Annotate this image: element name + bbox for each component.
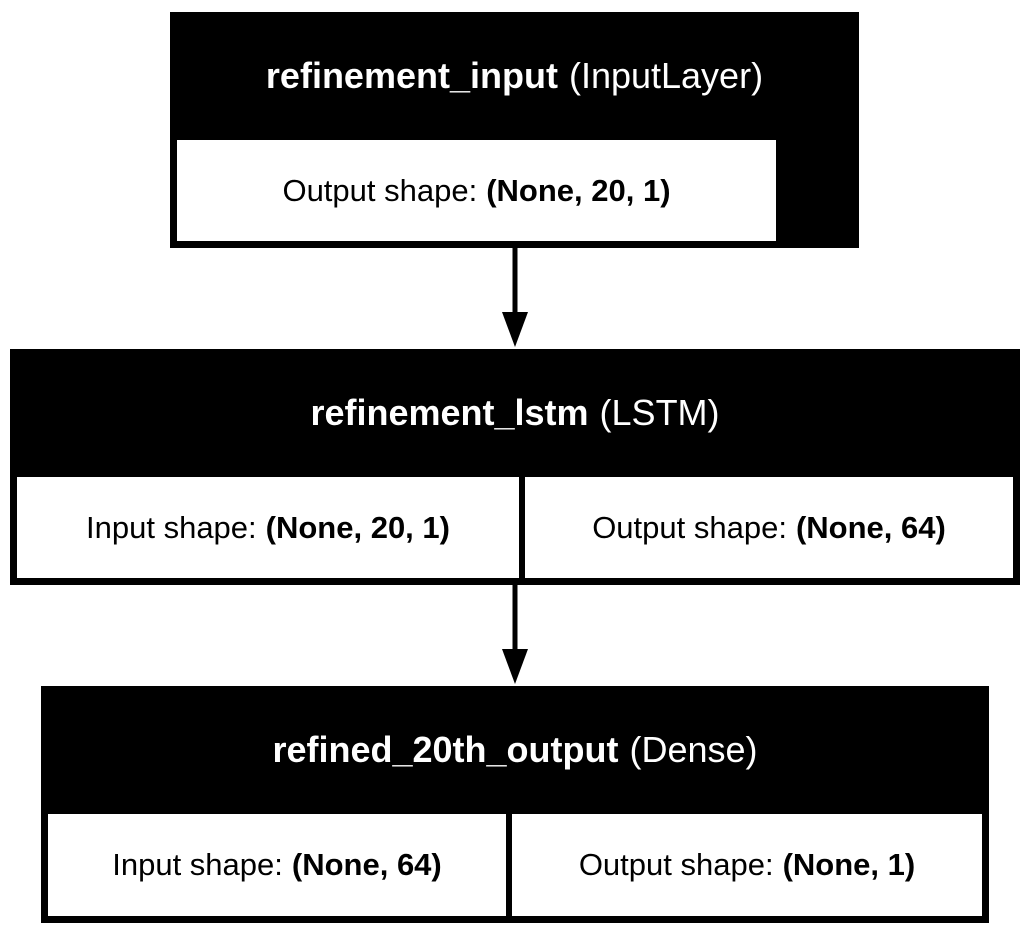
output-shape-value: (None, 20, 1) [486,172,671,208]
arrowhead-icon [502,649,528,684]
layer-type: (Dense) [629,729,758,770]
layer-header: refined_20th_output (Dense) [41,686,989,814]
layer-type: (LSTM) [599,392,720,433]
layer-type: (InputLayer) [568,55,764,96]
output-shape-cell: Output shape: (None, 1) [512,814,982,916]
input-shape-label: Input shape: [112,847,283,882]
output-shape-value: (None, 1) [782,847,916,882]
input-shape-value: (None, 64) [291,847,442,882]
edge-lstm-to-dense [502,585,528,684]
input-shape-cell: Input shape: (None, 64) [48,814,506,916]
output-shape-cell: Output shape: (None, 64) [525,477,1013,578]
input-shape-cell: Input shape: (None, 20, 1) [17,477,519,578]
layer-header: refinement_lstm (LSTM) [10,349,1020,477]
layer-node-refined-20th-output: refined_20th_output (Dense) Input shape:… [41,686,989,923]
output-shape-cell: Output shape: (None, 20, 1) [177,140,776,241]
input-shape-label: Input shape: [86,509,257,545]
layer-header: refinement_input (InputLayer) [170,12,859,140]
layer-name: refinement_lstm [310,392,589,433]
output-shape-label: Output shape: [578,847,774,882]
input-shape-value: (None, 20, 1) [265,509,450,545]
output-shape-label: Output shape: [282,172,478,208]
arrowhead-icon [502,312,528,347]
output-shape-value: (None, 64) [795,509,946,545]
layer-name: refined_20th_output [272,729,619,770]
layer-node-refinement-input: refinement_input (InputLayer) Output sha… [170,12,859,248]
edge-input-to-lstm [502,248,528,347]
output-shape-label: Output shape: [592,509,787,545]
layer-node-refinement-lstm: refinement_lstm (LSTM) Input shape: (Non… [10,349,1020,585]
layer-name: refinement_input [265,55,558,96]
